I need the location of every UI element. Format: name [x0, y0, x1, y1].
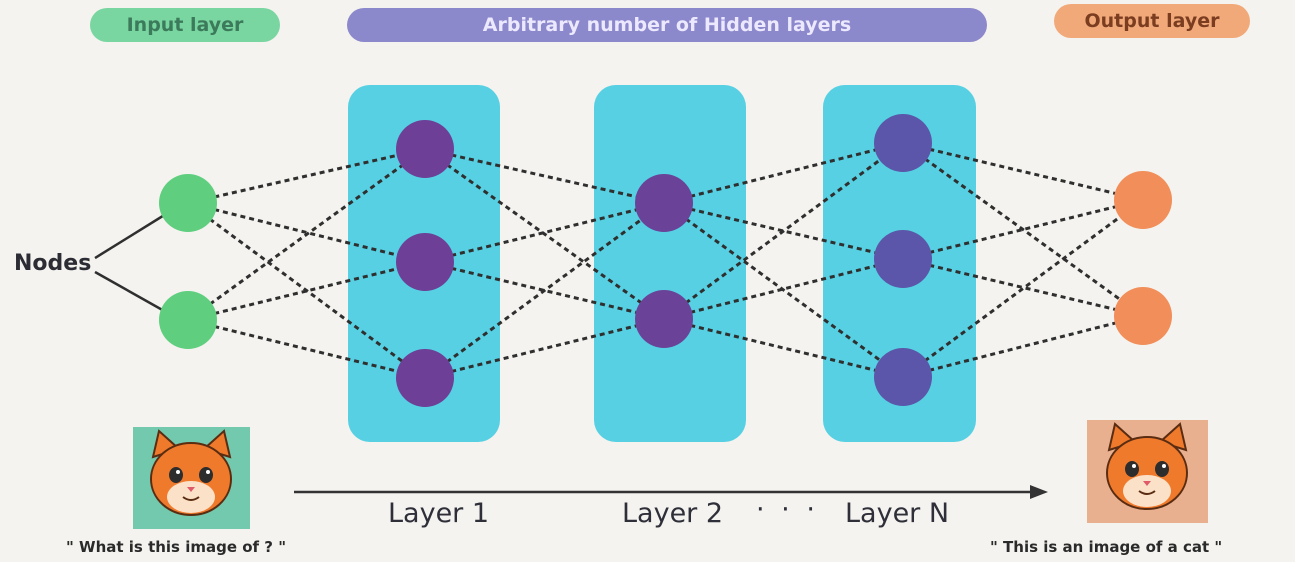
connection-input-2-to-hidden-1-2: [187, 260, 426, 322]
connection-hidden-2-2-to-hidden-n-1: [663, 141, 904, 321]
connection-hidden-1-3-to-hidden-2-1: [424, 201, 665, 380]
node-hidden-2-2: [635, 290, 693, 348]
node-hidden-n-2: [874, 230, 932, 288]
node-pointer-lines: [94, 212, 167, 314]
node-output-2: [1114, 287, 1172, 345]
connection-input-1-to-hidden-1-2: [187, 201, 426, 264]
layer-2-label: Layer 2: [622, 498, 724, 529]
connection-input-2-to-hidden-1-1: [187, 147, 426, 322]
node-hidden-1-3: [396, 349, 454, 407]
cat-face-icon: [150, 429, 232, 516]
network-connections: [187, 141, 1144, 380]
input-layer-label: Input layer: [90, 8, 280, 42]
connection-hidden-2-2-to-hidden-n-3: [663, 317, 904, 379]
node-output-1: [1114, 171, 1172, 229]
layer-n-label: Layer N: [845, 498, 950, 529]
nodes-pointer-1: [94, 212, 167, 260]
connection-hidden-n-1-to-output-2: [902, 141, 1144, 318]
node-hidden-n-1: [874, 114, 932, 172]
output-answer-caption: " This is an image of a cat ": [990, 538, 1223, 556]
connection-hidden-n-3-to-output-1: [902, 198, 1144, 379]
connection-input-2-to-hidden-1-3: [187, 318, 426, 380]
connection-input-1-to-hidden-1-3: [187, 201, 426, 380]
connection-hidden-1-3-to-hidden-2-2: [424, 317, 665, 380]
hidden-layer-2-band: [594, 85, 746, 442]
cat-face-icon: [1106, 422, 1188, 510]
network-nodes: [159, 114, 1172, 407]
connection-hidden-2-1-to-hidden-n-1: [663, 141, 904, 205]
connection-hidden-1-2-to-hidden-2-2: [424, 260, 665, 321]
node-hidden-n-3: [874, 348, 932, 406]
layer-1-label: Layer 1: [388, 498, 490, 529]
node-input-2: [159, 291, 217, 349]
input-image: [133, 427, 250, 529]
node-hidden-2-1: [635, 174, 693, 232]
nodes-label: Nodes: [14, 251, 92, 276]
node-hidden-1-1: [396, 120, 454, 178]
connection-hidden-1-1-to-hidden-2-1: [424, 147, 665, 205]
node-hidden-1-2: [396, 233, 454, 291]
output-image: [1087, 420, 1208, 523]
node-input-1: [159, 174, 217, 232]
output-layer-label: Output layer: [1054, 4, 1250, 38]
connection-hidden-1-1-to-hidden-2-2: [424, 147, 665, 321]
connection-hidden-n-3-to-output-2: [902, 314, 1144, 379]
connection-hidden-n-2-to-output-2: [902, 257, 1144, 318]
hidden-layers-label: Arbitrary number of Hidden layers: [347, 8, 987, 42]
nodes-pointer-2: [94, 270, 167, 314]
connection-input-1-to-hidden-1-1: [187, 147, 426, 205]
connection-hidden-2-1-to-hidden-n-3: [663, 201, 904, 379]
connection-hidden-n-1-to-output-1: [902, 141, 1144, 202]
input-question-caption: " What is this image of ? ": [66, 538, 287, 556]
ellipsis: · · ·: [756, 494, 819, 525]
connection-hidden-2-1-to-hidden-n-2: [663, 201, 904, 261]
arrow-right-icon: [294, 485, 1048, 499]
